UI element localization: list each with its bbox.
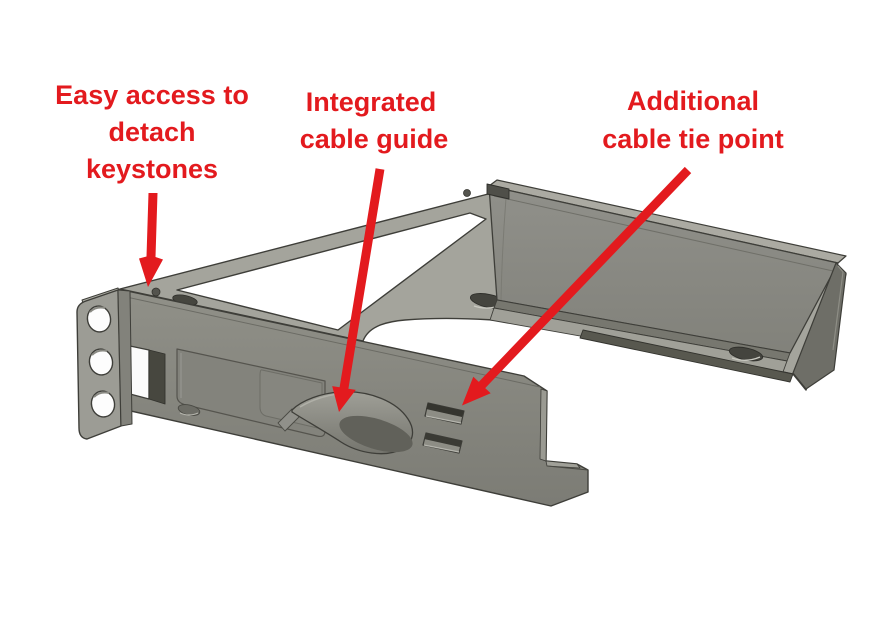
ear-mounting-hole [88, 348, 114, 376]
corner-tab [486, 183, 510, 200]
label-line: detach [108, 117, 195, 147]
ear-mounting-hole [90, 390, 116, 418]
annotation-label-cable-guide: Integrated cable guide [300, 87, 449, 154]
keystone-opening [129, 345, 150, 400]
bracket-model [76, 179, 847, 507]
back-wall-inner-lip [493, 195, 834, 272]
foot-hook-outline [546, 465, 589, 471]
label-line: keystones [86, 154, 218, 184]
label-line: Additional [627, 86, 759, 116]
ledge-mounting-slot-rim [731, 356, 761, 361]
cable-tie-slot [422, 432, 463, 454]
label-line: Easy access to [55, 80, 249, 110]
label-line: cable guide [300, 124, 449, 154]
annotation-label-cable-tie: Additional cable tie point [602, 86, 784, 154]
front-panel-right-edge-face [539, 388, 548, 462]
cable-tie-slot [424, 402, 465, 425]
deck-screw-hole [151, 287, 161, 297]
panel-dimple-rim [179, 412, 199, 416]
label-line: cable tie point [602, 124, 784, 154]
ear-mounting-hole [86, 305, 112, 333]
arrow-keystone-access [139, 193, 163, 287]
annotation-label-keystone-access: Easy access to detach keystones [55, 80, 249, 184]
back-wall-corner-radius [500, 197, 507, 301]
wall-end-cap [792, 262, 847, 390]
wall-end-bevel [832, 265, 844, 351]
annotation-arrows [139, 166, 692, 412]
label-line: Integrated [306, 87, 437, 117]
arrow-cable-tie [462, 166, 692, 406]
cable-guide-scoop-shadow [339, 415, 413, 453]
arrow-cable-guide [332, 168, 385, 412]
wall-ledge-front-face [579, 329, 794, 383]
deck-screw-hole [463, 189, 471, 197]
keystone-opening-side-wall [148, 349, 166, 405]
front-panel-top-chamfer [121, 295, 541, 388]
ear-fold-face [117, 289, 133, 427]
